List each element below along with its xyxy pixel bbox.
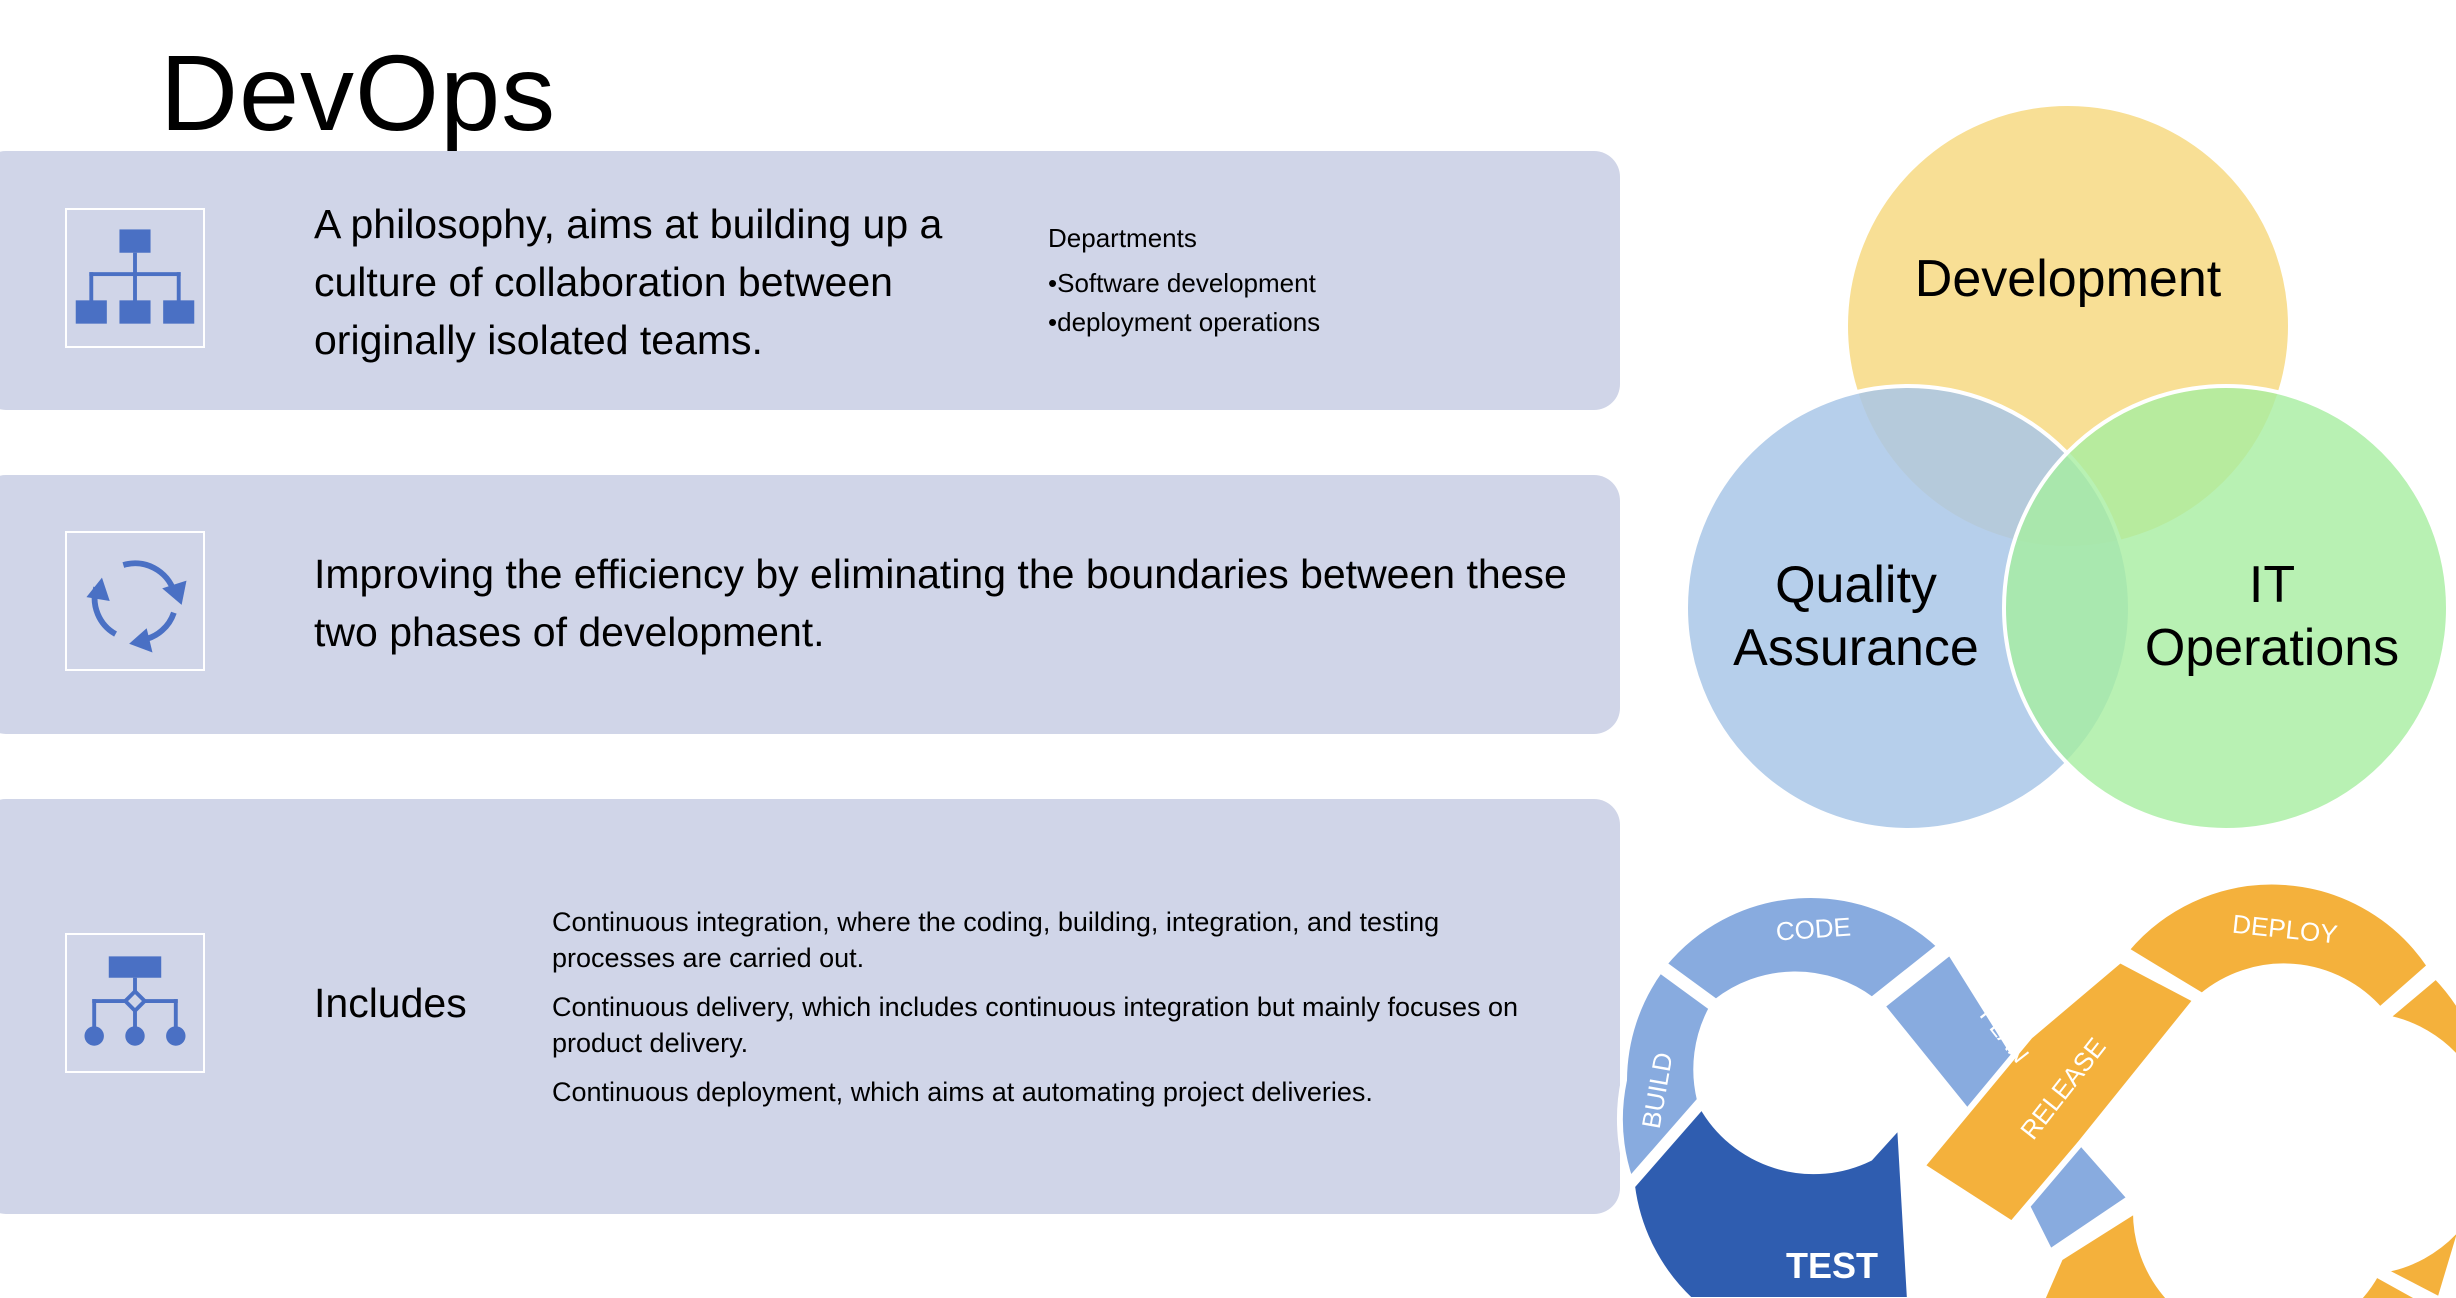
cycle-label-monitor: MONITOR (2177, 1240, 2303, 1295)
devops-venn-diagram: Development Quality Assurance IT Operati… (1670, 96, 2456, 836)
list-item: Continuous deployment, which aims at aut… (552, 1077, 1373, 1107)
cycle-label-operate: ATE (2423, 1148, 2456, 1205)
includes-label: Includes (314, 980, 467, 1026)
venn-circle-it-operations (2002, 384, 2450, 832)
slide-title: DevOps (160, 32, 557, 153)
departments-list: Departments •Software development •deplo… (1048, 219, 1320, 342)
philosophy-panel: A philosophy, aims at building up a cult… (0, 151, 1620, 410)
cycle-segment-operate (2372, 971, 2456, 1298)
efficiency-panel: Improving the efficiency by eliminating … (0, 475, 1620, 734)
venn-label-quality: Quality (1775, 556, 1937, 614)
cycle-segment-deploy (2121, 878, 2434, 1015)
venn-label-assurance: Assurance (1733, 619, 1979, 677)
devops-infinity-cycle: CODE BUILD TEST PLAN RELEASE DEPLOY ATE … (1610, 860, 2456, 1298)
cycle-segment-build (1617, 965, 1716, 1186)
cycle-arrows-icon (65, 531, 205, 671)
list-item: Continuous delivery, which includes cont… (552, 992, 1519, 1058)
venn-label-development: Development (1915, 250, 2222, 308)
cycle-segment-code (1659, 892, 1945, 1006)
hierarchy-org-chart-icon (65, 208, 205, 348)
list-item: Continuous integration, where the coding… (552, 907, 1440, 973)
includes-panel: Includes Continuous integration, where t… (0, 799, 1620, 1214)
philosophy-text: A philosophy, aims at building up a cult… (314, 201, 943, 363)
department-item: •Software development (1048, 268, 1316, 298)
hierarchy-nodes-icon (65, 933, 205, 1073)
venn-label-operations: Operations (2145, 619, 2399, 677)
cycle-segment-release (1917, 956, 2201, 1228)
cycle-segment-test (1628, 1100, 1913, 1298)
includes-list: Continuous integration, where the coding… (552, 904, 1562, 1123)
cycle-label-test: TEST (1786, 1245, 1878, 1286)
department-item: •deployment operations (1048, 307, 1321, 337)
cycle-label-code: CODE (1775, 911, 1852, 946)
departments-heading: Departments (1048, 223, 1197, 253)
venn-label-it: IT (2249, 556, 2295, 614)
efficiency-text: Improving the efficiency by eliminating … (314, 551, 1567, 655)
